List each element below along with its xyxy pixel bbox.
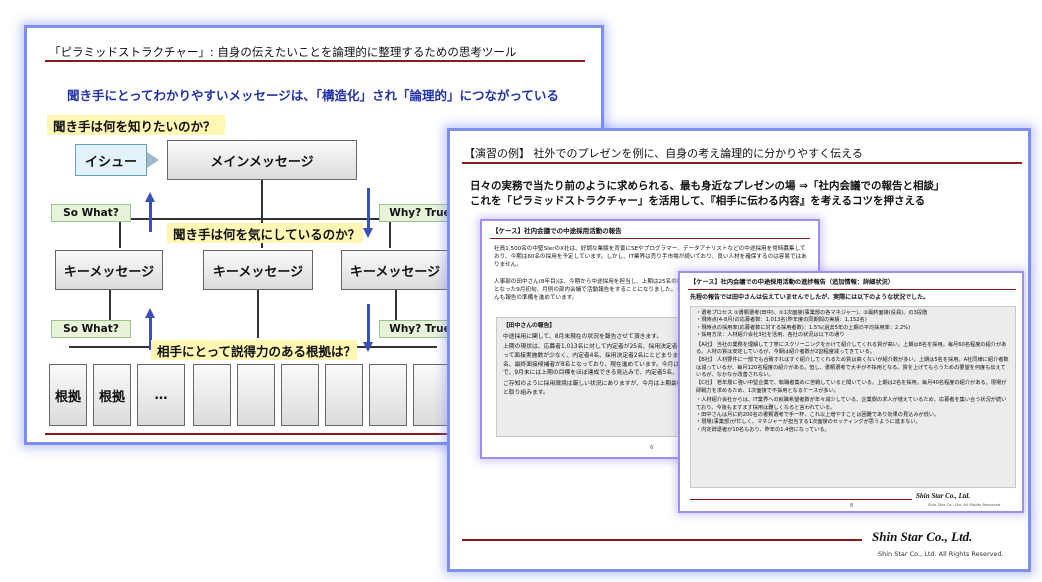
key-connector-left xyxy=(119,218,121,248)
doc2-company-name: Shin Star Co., Ltd. xyxy=(916,492,971,500)
up-arrow-bottom-icon xyxy=(145,308,155,318)
doc2-page-number: 8 xyxy=(850,503,854,509)
why-true-label-bottom: Why? True? xyxy=(379,320,467,338)
doc2-bullet-3: ・現時点の採用率(応募者数に対する採用者数)：1.5%(過去5年の上期の平均採用… xyxy=(696,324,911,331)
doc2-bullet-1: ・選考プロセス ①書類選考(田中)、②1次面接(事業部の各マネジャー)、③最終面… xyxy=(696,310,928,316)
key-message-box-3: キーメッセージ xyxy=(341,250,449,290)
doc1-paragraph-2: 人事部の田中さん(8年目)は、今期から中途採用を担当し、上期は25名の採用を目標… xyxy=(494,279,810,302)
slide2-company-name: Shin Star Co., Ltd. xyxy=(872,529,973,544)
doc2-bullet-2: ・現時点(4-8月)の応募者数：1,013名(昨年度の同期間の実績：1,152名… xyxy=(696,317,867,324)
slide2-line1: 日々の実務で当たり前のように求められる、最も身近なプレゼンの場 ⇒「社内会議での… xyxy=(470,180,945,192)
case-document-1: 【ケース】社内会議での中途採用活動の報告 社員1,500名の中堅SIerのX社は… xyxy=(480,219,820,459)
down-arrow-top-shaft xyxy=(367,188,370,228)
slide2-title-rule xyxy=(462,162,1022,164)
doc2-header: 【ケース】社内会議での中途採用活動の進捗報告（追加情報：詳細状況） xyxy=(690,279,894,286)
evidence-bar-left xyxy=(69,346,153,348)
main-connector-vertical xyxy=(261,180,263,220)
doc2-company-c: 【C社】 若年層に強い中堅企業で、転職者集めに苦戦していると聞いている。上期は2… xyxy=(696,380,1007,394)
evidence-connector-right xyxy=(395,290,397,338)
question-know: 聞き手は何を知りたいのか？ xyxy=(47,115,225,135)
key-message-box-1: キーメッセージ xyxy=(55,250,163,290)
doc1-page-number: 6 xyxy=(650,445,654,451)
slide2-title: 【演習の例】 社外でのプレゼンを例に、自身の考え論理的に分かりやすく伝える xyxy=(464,147,863,160)
doc2-bullet-4: ・採用方法：人材紹介会社3社を活用、各社の状況は以下の通り xyxy=(696,332,845,339)
key-connector-right xyxy=(389,218,391,248)
doc2-copyright: Shin Star Co., Ltd. All Rights Reserved. xyxy=(928,502,1002,507)
doc2-bullet-6: ・田中さんは月に約200名の書類選考で手一杯、これ以上増やすことは困難であり効果… xyxy=(696,411,940,418)
doc2-intro: 先程の報告では田中さんは伝えていませんでしたが、実際には以下のような状況でした。 xyxy=(690,294,930,301)
down-arrow-bottom-shaft xyxy=(367,304,370,344)
up-arrow-bottom-shaft xyxy=(149,316,152,350)
slide2-line2: これを「ピラミッドストラクチャー」を活用して、『相手に伝わる内容』を考えるコツを… xyxy=(470,195,926,207)
doc2-bullet-5: ・人材紹介会社からは、IT業界への就職希望者数が年々減少している、企業側の求人が… xyxy=(696,397,1007,411)
question-care: 聞き手は何を気にしているのか？ xyxy=(167,223,363,243)
doc2-details-box: ・選考プロセス ①書類選考(田中)、②1次面接(事業部の各マネジャー)、③最終面… xyxy=(690,306,1016,488)
evidence-box-5 xyxy=(237,364,275,426)
slide2-footer-rule xyxy=(462,539,862,541)
doc1-report-line-1: 中途採用に関して、8月末現在の状況を報告させて頂きます。 xyxy=(503,333,663,340)
case-document-2: 【ケース】社内会議での中途採用活動の進捗報告（追加情報：詳細状況） 先程の報告で… xyxy=(678,271,1024,513)
slide1-title: 「ピラミッドストラクチャー」: 自身の伝えたいことを論理的に整理するための思考ツ… xyxy=(49,45,517,59)
evidence-box-9 xyxy=(413,364,451,426)
doc1-report-line-3: ご存知のように採用環境は厳しい状況にありますが、今月は上期最後の月ですので、目標… xyxy=(503,381,799,396)
main-message-box: メインメッセージ xyxy=(167,140,357,180)
doc2-footer-rule xyxy=(690,499,912,500)
doc2-header-rule xyxy=(688,289,1016,290)
slide1-title-rule xyxy=(45,60,585,62)
so-what-label-top: So What? xyxy=(51,204,131,222)
so-what-label-bottom: So What? xyxy=(51,320,131,338)
key-connector-horizontal xyxy=(119,218,389,220)
down-arrow-bottom-icon xyxy=(363,342,373,352)
slide2-copyright: Shin Star Co., Ltd. All Rights Reserved. xyxy=(878,550,1004,558)
evidence-box-7 xyxy=(325,364,363,426)
down-arrow-top-icon xyxy=(363,228,373,238)
evidence-box-6 xyxy=(281,364,319,426)
evidence-connector-left xyxy=(109,290,111,338)
evidence-box-4 xyxy=(193,364,231,426)
doc1-paragraph-1: 社員1,500名の中堅SIerのX社は、好調な業績を背景にSEやプログラマー、デ… xyxy=(494,246,807,269)
doc2-company-a: 【A社】 当社の業務を理解して丁寧にスクリーニングをかけて紹介してくれる質が高い… xyxy=(696,341,1007,355)
doc2-bullet-7: ・現場(事業部)が忙しく、マネジャーが担当する1次面接のセッティングが思うように… xyxy=(696,419,921,426)
slide1-footer-rule xyxy=(45,433,585,435)
doc2-bullet-8: ・内定辞退者が10名もおり、昨年の1.4倍になっている。 xyxy=(696,426,830,433)
key-message-box-2: キーメッセージ xyxy=(203,250,313,290)
evidence-box-8 xyxy=(369,364,407,426)
issue-arrow-icon xyxy=(147,152,159,168)
doc1-report-title: 【田中さんの報告】 xyxy=(503,323,556,329)
why-true-label-top: Why? True? xyxy=(379,204,467,222)
evidence-box-2: 根拠 xyxy=(93,364,131,426)
evidence-bar-right xyxy=(357,346,437,348)
slide-exercise: 【演習の例】 社外でのプレゼンを例に、自身の考え論理的に分かりやすく伝える 日々… xyxy=(447,128,1031,572)
slide1-subtitle: 聞き手にとってわかりやすいメッセージは、「構造化」され「論理的」につながっている xyxy=(67,88,559,103)
doc1-header: 【ケース】社内会議での中途採用活動の報告 xyxy=(492,227,622,235)
question-evidence: 相手にとって説得力のある根拠は？ xyxy=(151,340,357,360)
evidence-box-3: … xyxy=(137,364,185,426)
doc2-company-b: 【B社】 人材要件に一部でも合致すればすぐ紹介してくれるため質は高くないが紹介数… xyxy=(696,357,1009,378)
doc1-header-rule xyxy=(490,238,810,239)
evidence-connector-middle xyxy=(257,290,259,338)
issue-box: イシュー xyxy=(75,144,147,176)
doc1-report-line-2: 上期の現状は、応募者1,013名に対して内定者が25名、採用決定者は20名となっ… xyxy=(503,344,798,377)
up-arrow-top-shaft xyxy=(149,200,152,232)
up-arrow-top-icon xyxy=(145,192,155,202)
evidence-box-1: 根拠 xyxy=(49,364,87,426)
